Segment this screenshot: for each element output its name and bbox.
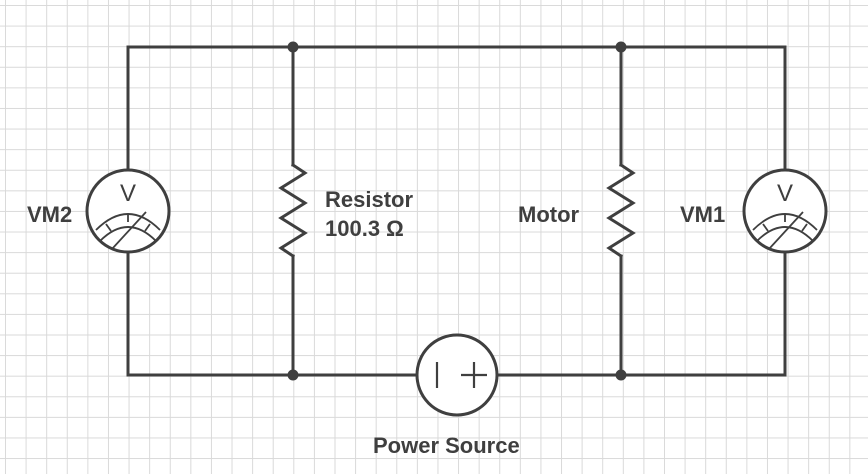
wires: [126, 45, 787, 377]
voltmeter-vm2-icon: V: [85, 168, 171, 254]
label-resistor-name: Resistor: [325, 187, 413, 212]
voltmeter-vm1-icon: V: [742, 168, 828, 254]
voltmeter-vm1-symbol: V: [777, 180, 793, 207]
junction-dot-top-right: [615, 41, 627, 53]
resistor-symbol: [278, 162, 308, 259]
voltmeter-vm2-symbol: V: [120, 180, 136, 207]
label-vm2: VM2: [27, 202, 72, 227]
junction-dot-bottom-right: [615, 369, 627, 381]
label-vm1: VM1: [680, 202, 725, 227]
junction-dot-bottom-left: [287, 369, 299, 381]
motor-symbol: [606, 162, 636, 259]
power-source-icon: [415, 333, 499, 417]
label-motor: Motor: [518, 202, 580, 227]
label-resistor-value: 100.3 Ω: [325, 216, 404, 241]
label-power-source: Power Source: [373, 433, 520, 458]
junction-dot-top-left: [287, 41, 299, 53]
